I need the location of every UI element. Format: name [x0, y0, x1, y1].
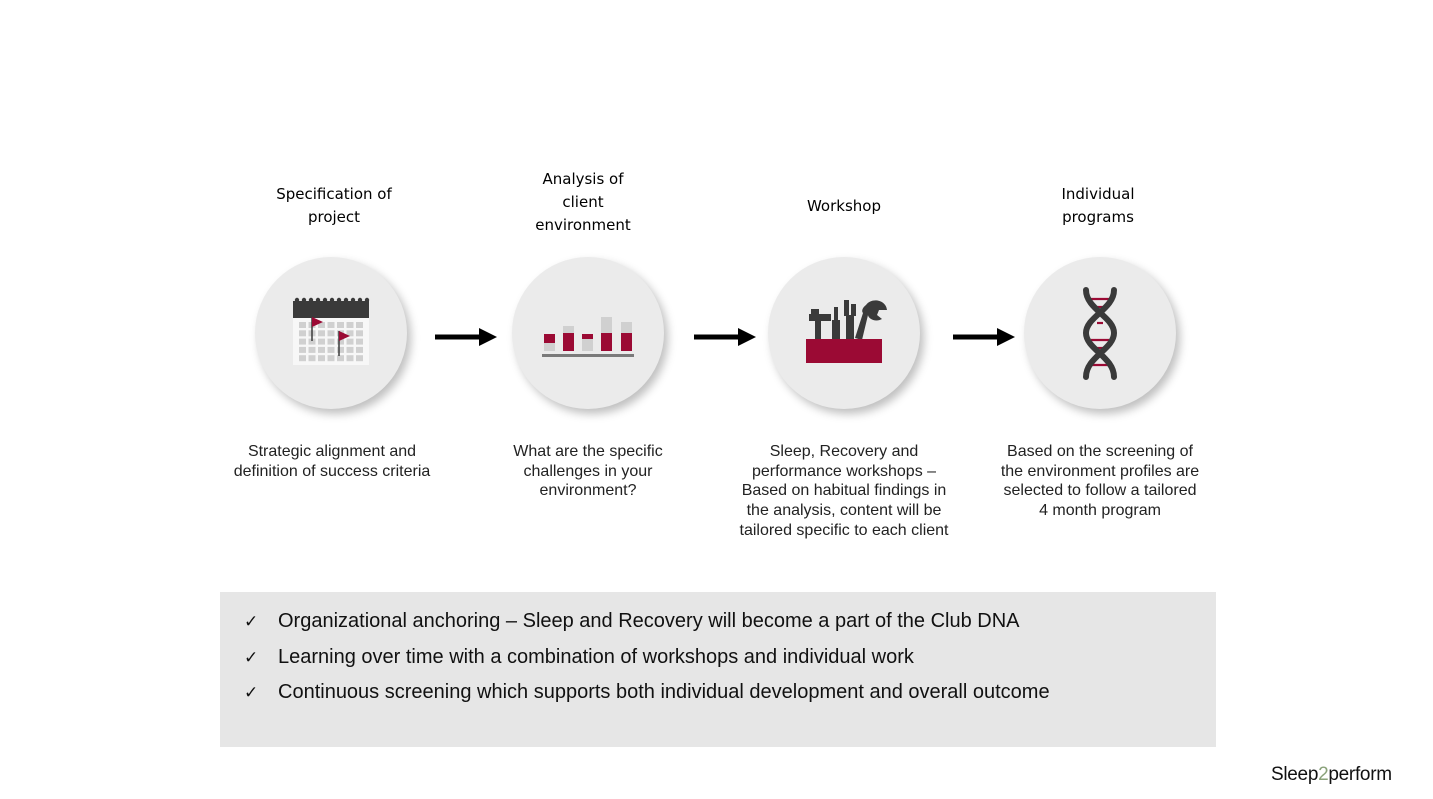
logo: Sleep2perform	[1271, 764, 1392, 785]
arrow-right-icon	[435, 328, 497, 346]
step-1-description: Strategic alignment and definition of su…	[233, 443, 431, 480]
step-1-title: Specification of project	[276, 185, 392, 226]
calendar-cell	[318, 330, 325, 337]
calendar-cell	[346, 322, 354, 328]
checkmark-icon: ✓	[244, 612, 259, 632]
step-3-circle	[768, 257, 920, 409]
checkmark-icon: ✓	[244, 648, 259, 668]
step-2-description: What are the specific challenges in your…	[513, 443, 663, 500]
calendar-cell	[346, 330, 354, 337]
calendar-cell	[356, 330, 363, 337]
calendar-cell	[318, 355, 325, 362]
calendar-cell	[356, 346, 363, 353]
calendar-cell	[356, 322, 363, 328]
checkmark-icon: ✓	[244, 683, 259, 703]
calendar-cell	[299, 346, 306, 353]
calendar-cell	[299, 330, 306, 337]
bullet-item: ✓ Organizational anchoring – Sleep and Re…	[244, 610, 1020, 633]
calendar-cell	[308, 338, 316, 345]
calendar-cell	[308, 346, 316, 353]
calendar-cell	[356, 338, 363, 345]
calendar-cell	[299, 355, 306, 362]
step-4-title: Individual programs	[1061, 185, 1135, 226]
calendar-cell	[327, 338, 335, 345]
step-3-description: Sleep, Recovery and performance workshop…	[739, 443, 949, 539]
calendar-cell	[299, 322, 306, 328]
bar-chart-icon	[542, 317, 634, 357]
step-4-description: Based on the screening of the environmen…	[1000, 443, 1200, 520]
arrow-right-icon	[953, 328, 1015, 346]
calendar-cell	[346, 346, 354, 353]
calendar-cell	[337, 346, 344, 353]
bullet-text: Learning over time with a combination of…	[278, 646, 914, 668]
calendar-cell	[318, 322, 325, 328]
calendar-cell	[327, 330, 335, 337]
step-2-circle	[512, 257, 664, 409]
bullet-text: Organizational anchoring – Sleep and Rec…	[278, 610, 1020, 632]
step-3-title: Workshop	[806, 197, 881, 215]
calendar-cell	[327, 355, 335, 362]
bullet-text: Continuous screening which supports both…	[278, 681, 1050, 703]
bullet-item: ✓ Continuous screening which supports bot…	[244, 681, 1050, 704]
step-1-circle	[255, 257, 407, 409]
calendar-cell	[299, 338, 306, 345]
calendar-cell	[327, 322, 335, 328]
calendar-cell	[327, 346, 335, 353]
calendar-cell	[318, 338, 325, 345]
calendar-cell	[318, 346, 325, 353]
step-4-circle	[1024, 257, 1176, 409]
calendar-icon	[293, 297, 370, 365]
bullet-item: ✓ Learning over time with a combination o…	[244, 646, 914, 669]
summary-box: ✓ Organizational anchoring – Sleep and Re…	[220, 592, 1216, 747]
calendar-cell	[337, 322, 344, 328]
calendar-cell	[337, 338, 344, 345]
calendar-cell	[356, 355, 363, 362]
step-2-title: Analysis of client environment	[535, 170, 631, 234]
toolbox-icon	[806, 300, 887, 363]
calendar-cell	[308, 355, 316, 362]
calendar-cell	[346, 355, 354, 362]
calendar-cell	[337, 355, 344, 362]
arrow-right-icon	[694, 328, 756, 346]
calendar-cell	[346, 338, 354, 345]
dna-icon	[1082, 287, 1118, 380]
